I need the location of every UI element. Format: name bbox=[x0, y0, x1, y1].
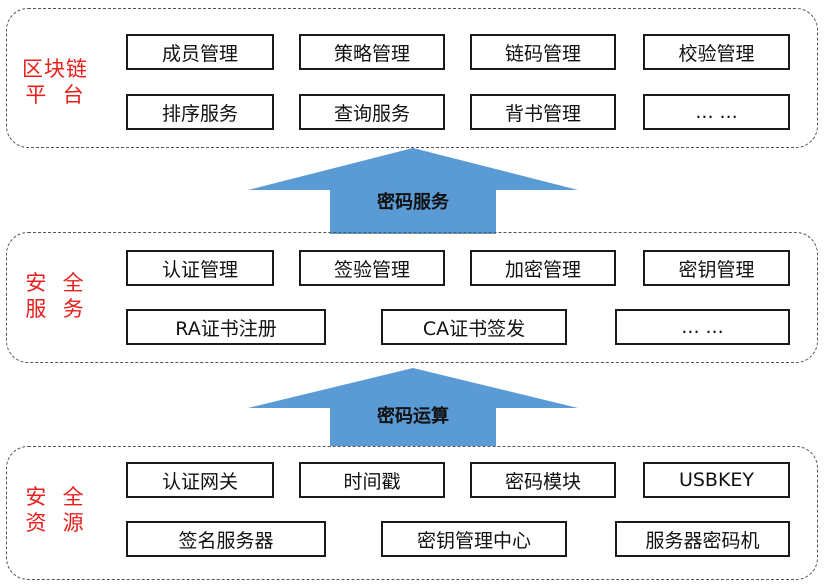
security-resource-label: 安 全 资 源 bbox=[25, 485, 85, 535]
crypto-service-arrow-label: 密码服务 bbox=[377, 192, 449, 213]
key-management-box: 密钥管理 bbox=[643, 250, 790, 286]
security-service-label: 安 全 服 务 bbox=[25, 271, 85, 321]
security-resource-layer bbox=[6, 446, 818, 580]
query-service-box: 查询服务 bbox=[299, 94, 445, 130]
ordering-service-box: 排序服务 bbox=[126, 94, 274, 130]
validation-management-box: 校验管理 bbox=[643, 34, 790, 70]
usbkey-box: USBKEY bbox=[643, 462, 790, 498]
authentication-management-box: 认证管理 bbox=[126, 250, 274, 286]
ca-certificate-issuance-box: CA证书签发 bbox=[381, 309, 567, 345]
sign-verify-management-box: 签验管理 bbox=[299, 250, 445, 286]
member-management-box: 成员管理 bbox=[126, 34, 274, 70]
timestamp-box: 时间戳 bbox=[299, 462, 445, 498]
crypto-compute-arrow-label: 密码运算 bbox=[377, 406, 449, 427]
signature-server-box: 签名服务器 bbox=[126, 521, 326, 557]
blockchain-platform-label: 区块链 平 台 bbox=[22, 57, 88, 107]
policy-management-box: 策略管理 bbox=[299, 34, 445, 70]
key-management-center-box: 密钥管理中心 bbox=[381, 521, 567, 557]
server-crypto-machine-box: 服务器密码机 bbox=[615, 521, 790, 557]
security-service-layer bbox=[6, 232, 818, 363]
endorsement-management-box: 背书管理 bbox=[470, 94, 616, 130]
ellipsis-box: ... ... bbox=[643, 94, 790, 130]
encryption-management-box: 加密管理 bbox=[470, 250, 616, 286]
ellipsis-box: ... ... bbox=[615, 309, 790, 345]
ra-certificate-registration-box: RA证书注册 bbox=[126, 309, 326, 345]
crypto-module-box: 密码模块 bbox=[470, 462, 616, 498]
auth-gateway-box: 认证网关 bbox=[126, 462, 274, 498]
chaincode-management-box: 链码管理 bbox=[470, 34, 616, 70]
blockchain-platform-layer bbox=[6, 8, 818, 148]
